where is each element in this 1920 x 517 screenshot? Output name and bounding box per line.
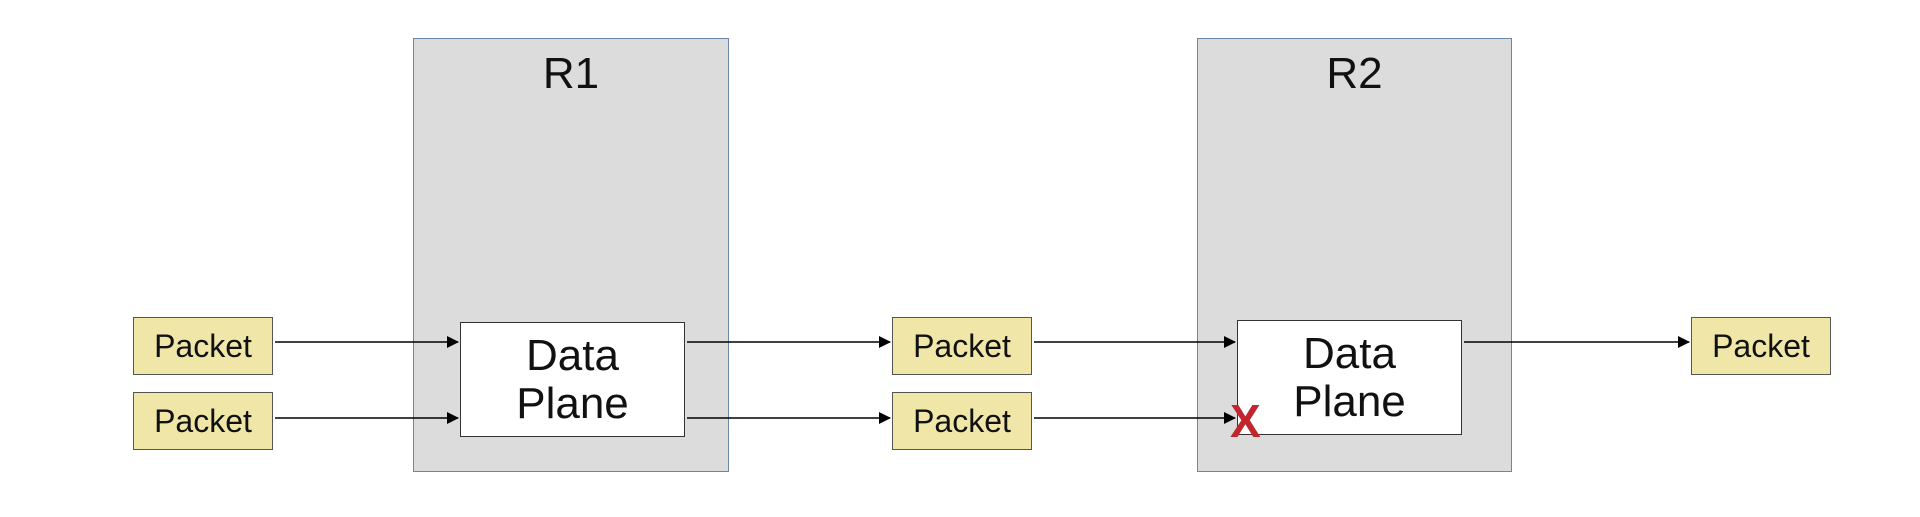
packet-input-top: Packet xyxy=(133,317,273,375)
packet-output-top: Packet xyxy=(1691,317,1831,375)
router-r1-title: R1 xyxy=(542,49,600,98)
packet-input-bottom: Packet xyxy=(133,392,273,450)
router-r2-data-plane: Data Plane xyxy=(1237,320,1462,435)
router-r1-data-plane: Data Plane xyxy=(460,322,685,437)
router-r2-title: R2 xyxy=(1326,49,1383,98)
packet-middle-bottom: Packet xyxy=(892,392,1032,450)
packet-drop-mark: X xyxy=(1230,395,1261,447)
packet-middle-top: Packet xyxy=(892,317,1032,375)
